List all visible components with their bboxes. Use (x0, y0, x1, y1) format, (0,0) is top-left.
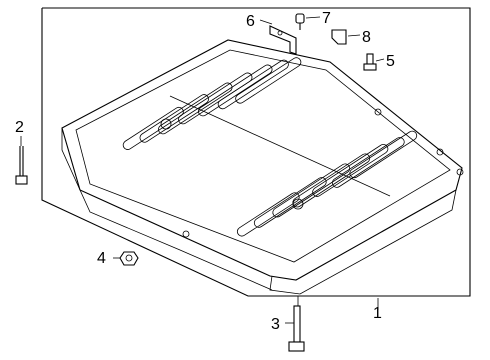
bolt-long (15, 136, 28, 185)
ribs-right (236, 130, 418, 237)
screw (363, 53, 377, 71)
ribs-left (122, 57, 302, 150)
leader-lines (113, 16, 385, 324)
battery-tray (61, 39, 464, 295)
callout-3: 3 (271, 316, 280, 333)
clip-bolt (295, 13, 305, 30)
bracket (269, 25, 297, 55)
callout-5: 5 (386, 53, 395, 70)
callout-6: 6 (246, 13, 255, 30)
callout-4: 4 (97, 250, 106, 267)
clip (331, 29, 347, 45)
assembly-frame (41, 7, 471, 297)
callout-1: 1 (373, 305, 382, 322)
nut (119, 251, 139, 266)
callout-7: 7 (322, 10, 331, 27)
callout-2: 2 (15, 119, 24, 136)
callout-8: 8 (362, 29, 371, 46)
bolt (288, 296, 305, 352)
